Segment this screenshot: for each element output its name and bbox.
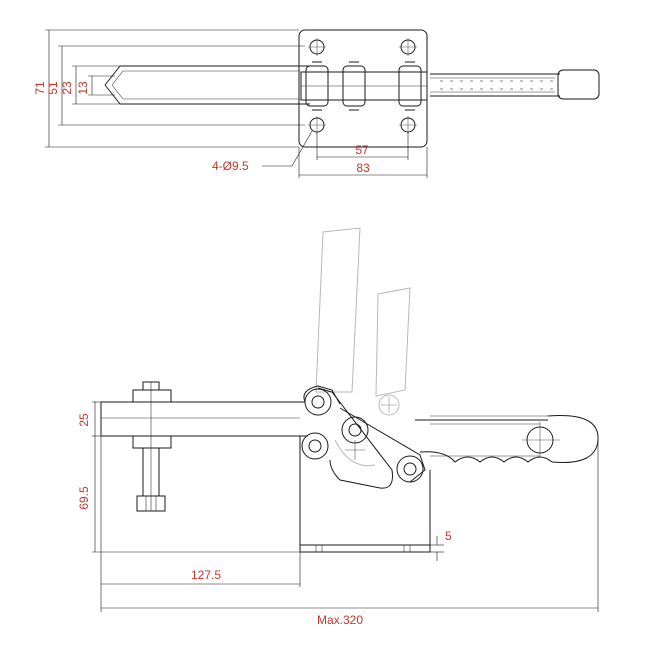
- handle-side: [415, 415, 599, 464]
- dim-69-5: 69.5: [77, 486, 91, 510]
- dim-13: 13: [76, 81, 90, 95]
- open-position-ghost: [315, 227, 411, 467]
- dim-23: 23: [60, 81, 74, 95]
- link-blocks: [300, 61, 428, 111]
- side-view: 25 69.5 5 127.5 Max.320: [77, 227, 599, 627]
- dim-max-320: Max.320: [317, 613, 363, 627]
- dim-holes: 4-Ø9.5: [212, 159, 249, 173]
- clamp-body: [299, 436, 431, 553]
- dim-127-5: 127.5: [191, 568, 221, 582]
- handle-top: [430, 69, 600, 100]
- dim-83: 83: [356, 161, 370, 175]
- linkage: [301, 387, 426, 489]
- clamp-arm-top: [104, 65, 310, 105]
- dim-71: 71: [33, 81, 47, 95]
- dim-57: 57: [355, 143, 369, 157]
- dim-5: 5: [445, 529, 452, 543]
- top-view: 71 51 23 13 4-Ø9.5 57 83: [33, 29, 600, 178]
- clamp-arm-side: [100, 385, 341, 437]
- dim-25: 25: [77, 413, 91, 427]
- spindle-bolt: [132, 381, 172, 512]
- dim-51: 51: [46, 81, 60, 95]
